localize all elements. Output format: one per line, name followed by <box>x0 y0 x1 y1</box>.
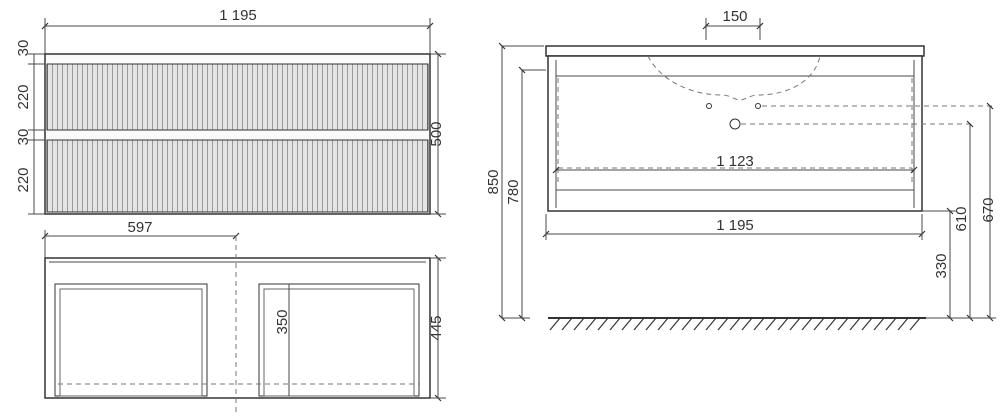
height-850-label: 850 <box>485 169 502 194</box>
water-inlet-right-icon <box>755 103 761 109</box>
front-view: 1 195 30 220 30 220 500 <box>15 7 446 218</box>
plan-drawer-left-inner <box>59 288 203 397</box>
height-610-label: 610 <box>953 206 970 231</box>
front-gap-top-label: 30 <box>15 40 32 57</box>
plan-depth-label: 445 <box>428 315 445 340</box>
countertop <box>545 45 925 57</box>
plan-drawer-depth-label: 350 <box>274 309 291 334</box>
front-height-label: 500 <box>428 121 445 146</box>
plan-outline <box>44 257 431 399</box>
height-780-label: 780 <box>505 179 522 204</box>
front-width-label: 1 195 <box>219 7 257 24</box>
front-drawer-bottom-label: 220 <box>15 167 32 192</box>
drawer-bottom-front <box>46 139 429 213</box>
water-inlet-left-icon <box>706 103 712 109</box>
outer-width-label: 1 195 <box>716 217 754 234</box>
floor-hatch <box>549 317 921 331</box>
drain-outlet-icon <box>729 118 741 130</box>
plan-half-width-label: 597 <box>127 219 152 236</box>
offset-label: 150 <box>722 8 747 25</box>
front-gap-mid-label: 30 <box>15 129 32 146</box>
drawer-top-front <box>46 63 429 131</box>
height-670-label: 670 <box>980 197 997 222</box>
plan-view: 597 350 445 <box>41 219 446 412</box>
rear-view: 150 1 123 1 195 <box>485 8 997 331</box>
cabinet-rear-outline <box>547 55 923 212</box>
basin-outline <box>647 55 821 101</box>
front-drawer-top-label: 220 <box>15 84 32 109</box>
inner-width-label: 1 123 <box>716 153 754 170</box>
height-330-label: 330 <box>933 253 950 278</box>
plan-drawer-right-inner <box>263 288 415 397</box>
